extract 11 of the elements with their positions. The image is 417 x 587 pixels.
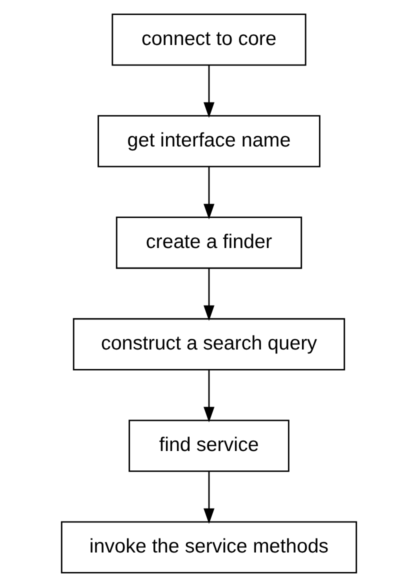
node-box: connect to core	[111, 14, 306, 66]
arrow	[203, 370, 214, 422]
node-box: create a finder	[115, 216, 302, 269]
node-box: invoke the service methods	[60, 521, 357, 574]
arrow	[203, 65, 214, 118]
node-box: find service	[128, 420, 289, 472]
arrow	[203, 167, 214, 220]
node-box: construct a search query	[72, 318, 345, 370]
arrow	[203, 472, 214, 524]
arrow	[203, 268, 214, 321]
node-box: get interface name	[97, 115, 320, 168]
